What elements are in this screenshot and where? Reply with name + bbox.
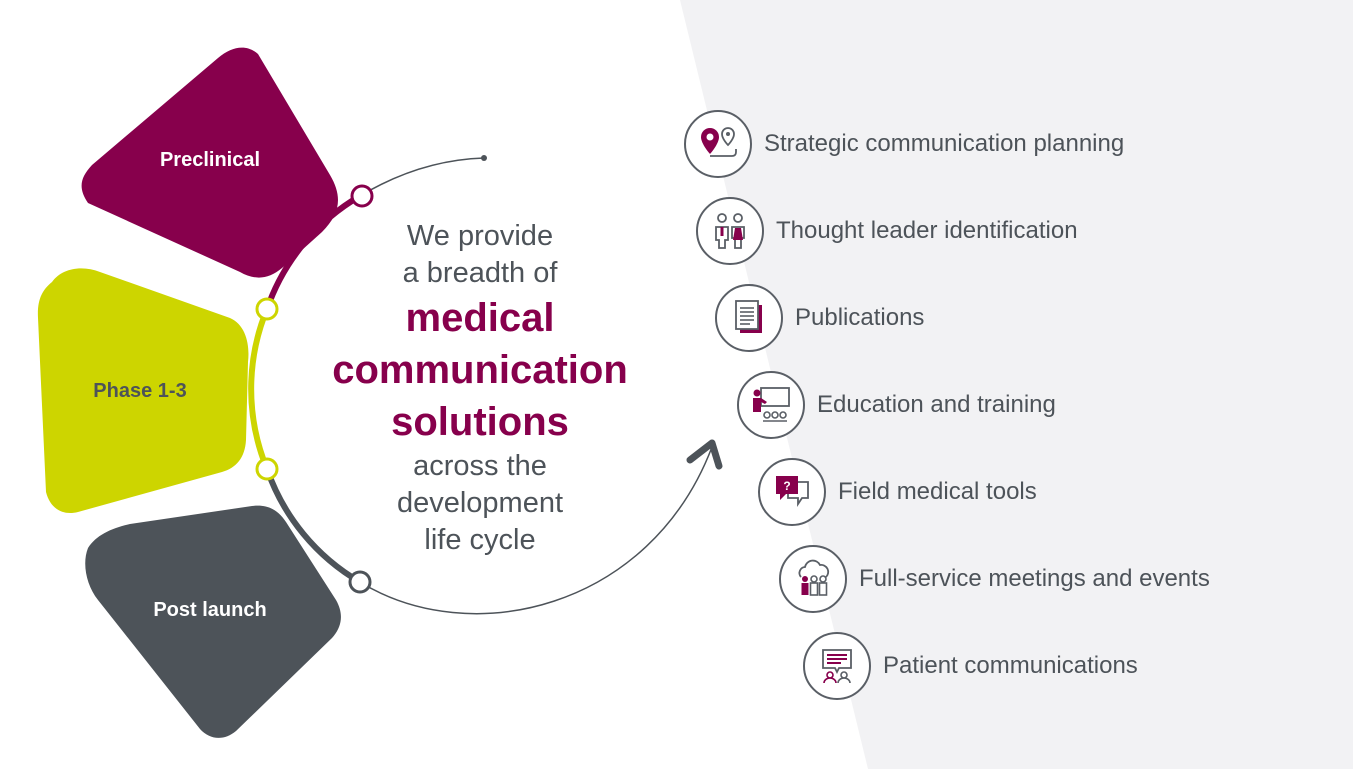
document-icon: [715, 284, 783, 352]
arrow-head-icon: [686, 439, 723, 470]
question-chat-icon: ?: [758, 458, 826, 526]
stage-shape-preclinical: [81, 47, 338, 278]
center-highlight-1: medical: [405, 296, 555, 340]
service-label: Full-service meetings and events: [859, 565, 1210, 592]
service-label: Education and training: [817, 391, 1056, 418]
right-panel: [680, 0, 1353, 769]
svg-text:?: ?: [783, 479, 790, 493]
service-item-meetings: Full-service meetings and events: [779, 542, 1210, 616]
stage-label-post-launch: Post launch: [153, 599, 267, 621]
node-post-launch: [348, 570, 372, 594]
arc-phase: [248, 307, 270, 471]
arc-top-line: [359, 157, 485, 197]
service-label: Field medical tools: [838, 478, 1037, 505]
arc-preclinical: [264, 193, 362, 310]
service-item-education: Education and training: [737, 368, 1056, 442]
service-item-strategic: Strategic communication planning: [684, 107, 1124, 181]
presenter-board-icon: [737, 371, 805, 439]
service-label: Thought leader identification: [776, 217, 1078, 244]
center-line-2: a breadth of: [402, 257, 558, 289]
service-item-thought-leader: Thought leader identification: [696, 194, 1078, 268]
node-phase-start: [255, 297, 279, 321]
arc-bottom-line: [359, 446, 713, 615]
center-line-5: life cycle: [424, 524, 536, 556]
map-pin-route-icon: [684, 110, 752, 178]
stage-shape-phase: [37, 268, 249, 514]
center-line-4: development: [396, 487, 564, 519]
center-highlight-2: communication: [332, 348, 628, 392]
center-highlight-3: solutions: [391, 400, 569, 444]
node-preclinical: [350, 184, 374, 208]
service-label: Patient communications: [883, 652, 1138, 679]
stage-shape-post-launch: [85, 505, 341, 738]
service-label: Strategic communication planning: [764, 130, 1125, 157]
stage-label-phase: Phase 1-3: [93, 380, 187, 402]
arc-post-launch: [264, 468, 362, 585]
arc-top-dot: [481, 155, 487, 161]
audience-screen-icon: [803, 632, 871, 700]
center-statement: We provide a breadth of medical communic…: [300, 218, 660, 559]
group-cloud-icon: [779, 545, 847, 613]
node-phase-end: [255, 457, 279, 481]
stage-label-preclinical: Preclinical: [159, 149, 261, 171]
service-label: Publications: [795, 304, 925, 331]
people-pair-icon: [696, 197, 764, 265]
service-item-publications: Publications: [715, 281, 924, 355]
center-line-1: We provide: [406, 220, 554, 252]
service-item-field-tools: ? Field medical tools: [758, 455, 1037, 529]
center-line-3: across the: [413, 450, 547, 482]
service-item-patient: Patient communications: [803, 629, 1138, 703]
